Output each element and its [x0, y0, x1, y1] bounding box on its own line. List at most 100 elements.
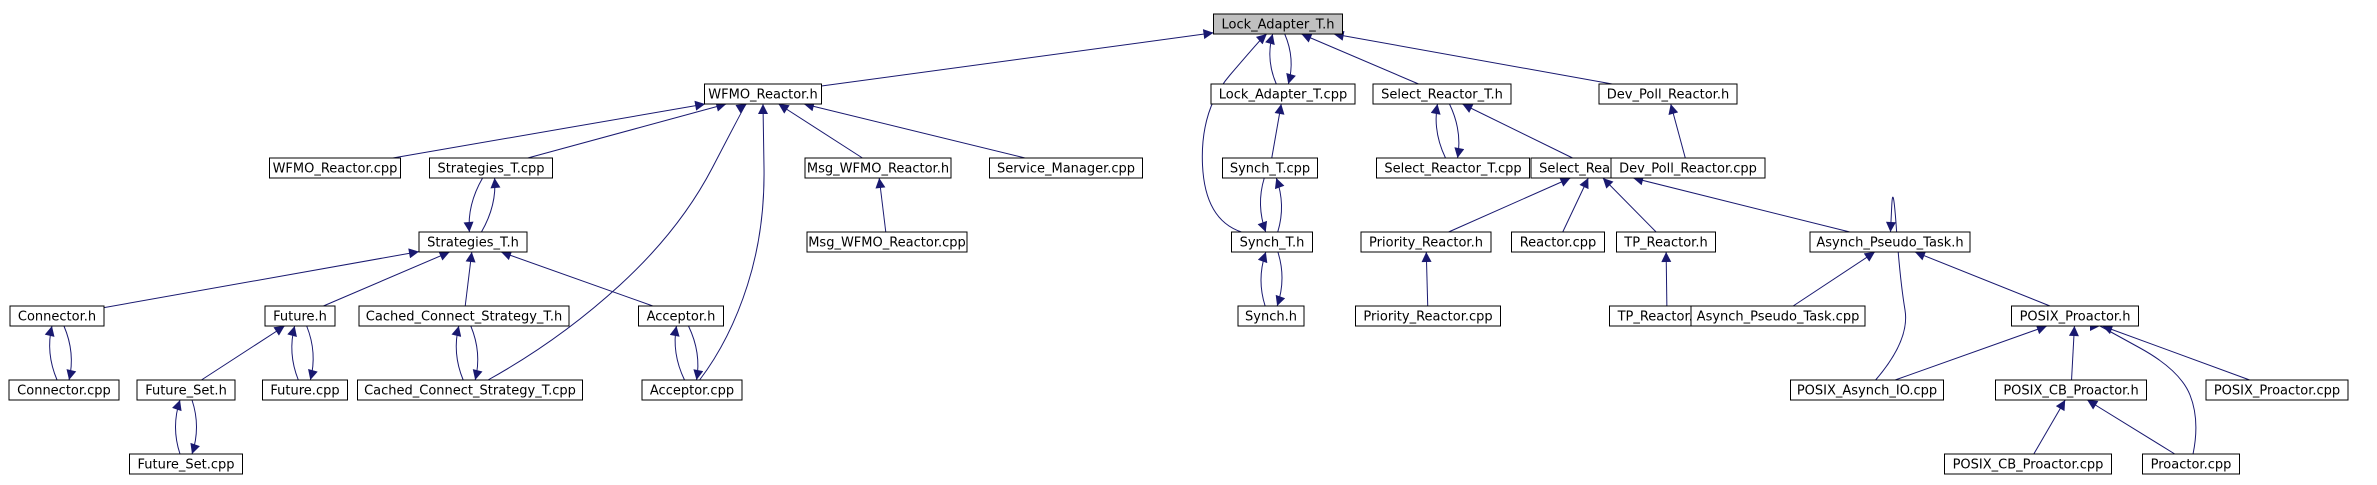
node-tp-reactor-h[interactable]: TP_Reactor.h — [1616, 231, 1716, 253]
edge-layer — [44, 29, 2250, 455]
node-box[interactable] — [1995, 379, 2147, 401]
edge-msg-wfmo-h-to-wfmo-reactor-h — [778, 103, 863, 159]
node-box[interactable] — [269, 157, 401, 179]
edge-posix-proactor-cpp-to-posix-proactor-h — [2102, 324, 2250, 381]
node-box[interactable] — [1511, 231, 1605, 253]
node-box[interactable] — [704, 83, 822, 105]
node-acceptor-cpp[interactable]: Acceptor.cpp — [641, 379, 743, 401]
node-box[interactable] — [262, 379, 348, 401]
node-box[interactable] — [358, 305, 570, 327]
node-box[interactable] — [638, 305, 724, 327]
node-label: Acceptor.h — [647, 310, 716, 325]
node-cached-connect-cpp[interactable]: Cached_Connect_Strategy_T.cpp — [357, 379, 583, 401]
node-acceptor-h[interactable]: Acceptor.h — [638, 305, 724, 327]
node-priority-reactor-cpp[interactable]: Priority_Reactor.cpp — [1355, 305, 1501, 327]
node-box[interactable] — [1944, 453, 2112, 475]
edge-acceptor-cpp-to-acceptor-h — [669, 325, 685, 381]
node-box[interactable] — [418, 231, 528, 253]
node-priority-reactor-h[interactable]: Priority_Reactor.h — [1360, 231, 1492, 253]
node-lock-adapter-cpp[interactable]: Lock_Adapter_T.cpp — [1210, 83, 1356, 105]
node-label: Future_Set.h — [145, 384, 227, 399]
node-box[interactable] — [1355, 305, 1501, 327]
node-lock-adapter-h[interactable]: Lock_Adapter_T.h — [1213, 13, 1343, 35]
node-label: Msg_WFMO_Reactor.h — [807, 162, 949, 177]
node-box[interactable] — [1231, 231, 1313, 253]
node-msg-wfmo-h[interactable]: Msg_WFMO_Reactor.h — [804, 157, 952, 179]
node-connector-cpp[interactable]: Connector.cpp — [8, 379, 120, 401]
node-box[interactable] — [264, 305, 336, 327]
node-box[interactable] — [1790, 379, 1944, 401]
node-strategies-t-h[interactable]: Strategies_T.h — [418, 231, 528, 253]
node-box[interactable] — [1598, 83, 1738, 105]
node-select-reactor-t-h[interactable]: Select_Reactor_T.h — [1372, 83, 1512, 105]
edge-future-set-h-to-future-h — [201, 325, 285, 381]
node-asynch-pseudo-cpp[interactable]: Asynch_Pseudo_Task.cpp — [1690, 305, 1866, 327]
node-future-set-h[interactable]: Future_Set.h — [136, 379, 236, 401]
node-box[interactable] — [641, 379, 743, 401]
edge-posix-asynch-io-cpp-to-posix-proactor-h — [1894, 324, 2048, 381]
node-synch-t-cpp[interactable]: Synch_T.cpp — [1222, 157, 1318, 179]
node-box[interactable] — [2142, 453, 2240, 475]
node-msg-wfmo-cpp[interactable]: Msg_WFMO_Reactor.cpp — [806, 231, 968, 253]
node-label: Select_Reactor_T.cpp — [1384, 162, 1521, 177]
node-box[interactable] — [136, 379, 236, 401]
edge-asynch-pseudo-h-to-select-reactor-h — [1633, 175, 1850, 233]
node-box[interactable] — [2011, 305, 2139, 327]
node-label: Dev_Poll_Reactor.cpp — [1619, 162, 1757, 177]
node-future-h[interactable]: Future.h — [264, 305, 336, 327]
node-box[interactable] — [9, 305, 105, 327]
node-box[interactable] — [1809, 231, 1971, 253]
node-future-set-cpp[interactable]: Future_Set.cpp — [129, 453, 243, 475]
node-select-reactor-t-cpp[interactable]: Select_Reactor_T.cpp — [1376, 157, 1530, 179]
node-box[interactable] — [357, 379, 583, 401]
node-label: POSIX_CB_Proactor.h — [2003, 384, 2138, 399]
node-posix-cb-cpp[interactable]: POSIX_CB_Proactor.cpp — [1944, 453, 2112, 475]
node-box[interactable] — [804, 157, 952, 179]
edge-synch-t-cpp-to-synch-t-h — [1257, 177, 1268, 233]
node-box[interactable] — [1213, 13, 1343, 35]
node-label: Strategies_T.cpp — [437, 162, 544, 177]
edge-future-set-cpp-to-future-set-h — [172, 399, 182, 455]
node-cached-connect-h[interactable]: Cached_Connect_Strategy_T.h — [358, 305, 570, 327]
node-box[interactable] — [1372, 83, 1512, 105]
node-posix-proactor-cpp[interactable]: POSIX_Proactor.cpp — [2205, 379, 2349, 401]
node-asynch-pseudo-h[interactable]: Asynch_Pseudo_Task.h — [1809, 231, 1971, 253]
node-box[interactable] — [1222, 157, 1318, 179]
node-box[interactable] — [1616, 231, 1716, 253]
node-synch-t-h[interactable]: Synch_T.h — [1231, 231, 1313, 253]
node-box[interactable] — [989, 157, 1143, 179]
node-box[interactable] — [1690, 305, 1866, 327]
edge-proactor-cpp-to-posix-cb-h — [2086, 399, 2176, 455]
node-box[interactable] — [1237, 305, 1305, 327]
node-box[interactable] — [1376, 157, 1530, 179]
node-posix-proactor-h[interactable]: POSIX_Proactor.h — [2011, 305, 2139, 327]
node-dev-poll-h[interactable]: Dev_Poll_Reactor.h — [1598, 83, 1738, 105]
node-future-cpp[interactable]: Future.cpp — [262, 379, 348, 401]
node-label: Synch_T.h — [1240, 236, 1305, 251]
node-posix-asynch-io-cpp[interactable]: POSIX_Asynch_IO.cpp — [1790, 379, 1944, 401]
node-wfmo-reactor-cpp[interactable]: WFMO_Reactor.cpp — [269, 157, 401, 179]
node-service-manager-cpp[interactable]: Service_Manager.cpp — [989, 157, 1143, 179]
edge-wfmo-reactor-h-to-lock-adapter-h — [821, 29, 1214, 87]
node-label: Future.h — [273, 310, 327, 325]
node-wfmo-reactor-h[interactable]: WFMO_Reactor.h — [704, 83, 822, 105]
node-box[interactable] — [2205, 379, 2349, 401]
node-box[interactable] — [1210, 83, 1356, 105]
node-dev-poll-cpp[interactable]: Dev_Poll_Reactor.cpp — [1610, 157, 1766, 179]
edge-acceptor-h-to-acceptor-cpp — [688, 325, 704, 381]
node-box[interactable] — [806, 231, 968, 253]
node-box[interactable] — [129, 453, 243, 475]
node-synch-h[interactable]: Synch.h — [1237, 305, 1305, 327]
node-box[interactable] — [1610, 157, 1766, 179]
node-strategies-t-cpp[interactable]: Strategies_T.cpp — [429, 157, 553, 179]
edge-dev-poll-cpp-to-dev-poll-h — [1668, 103, 1686, 159]
node-proactor-cpp[interactable]: Proactor.cpp — [2142, 453, 2240, 475]
node-box[interactable] — [8, 379, 120, 401]
edge-posix-proactor-h-to-asynch-pseudo-h — [1914, 251, 2051, 307]
node-box[interactable] — [1360, 231, 1492, 253]
node-connector-h[interactable]: Connector.h — [9, 305, 105, 327]
node-reactor-cpp[interactable]: Reactor.cpp — [1511, 231, 1605, 253]
node-label: Select_Reactor_T.h — [1381, 88, 1503, 103]
node-box[interactable] — [429, 157, 553, 179]
node-posix-cb-h[interactable]: POSIX_CB_Proactor.h — [1995, 379, 2147, 401]
